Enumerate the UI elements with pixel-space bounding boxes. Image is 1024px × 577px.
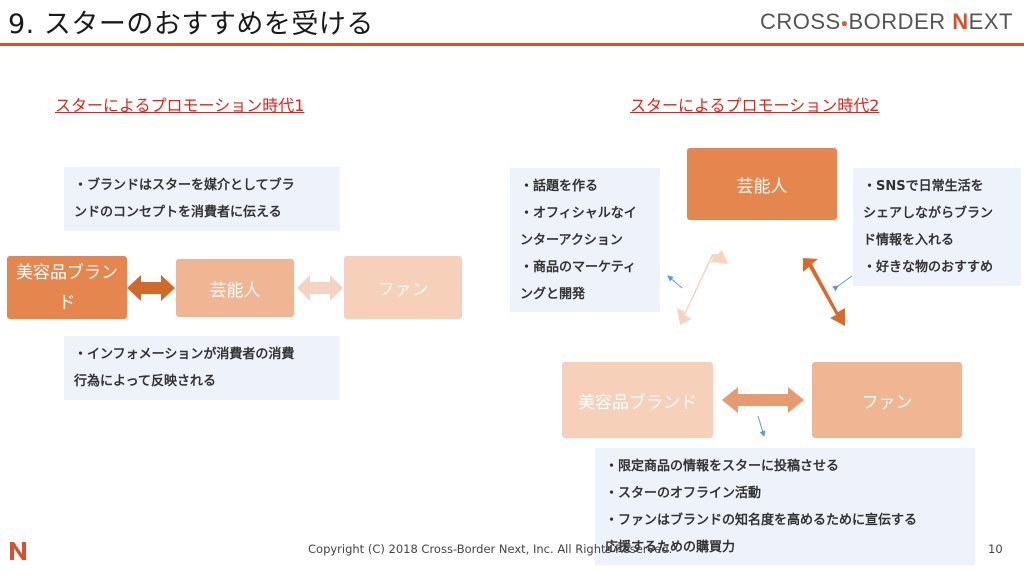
left-brand-box: 美容品ブランド xyxy=(7,256,127,319)
right-note-right: ・SNSで日常生活を シェアしながらブラン ド情報を入れる ・好きな物のおすすめ xyxy=(853,168,1021,286)
left-note-top-line-2: ンドのコンセプトを消費者に伝える xyxy=(74,205,282,220)
callout-right xyxy=(832,275,853,292)
right-note-right-line-3: ド情報を入れる xyxy=(863,233,955,248)
arrow-celebrity-fan xyxy=(803,258,845,326)
right-brand-box: 美容品ブランド xyxy=(562,362,713,438)
right-celebrity-box: 芸能人 xyxy=(687,148,837,220)
left-note-bottom-line-2: 行為によって反映される xyxy=(74,374,216,389)
right-note-right-line-1: ・SNSで日常生活を xyxy=(863,179,984,194)
logo-n: N xyxy=(952,9,969,34)
right-note-left-line-2: ・オフィシャルなイ xyxy=(520,206,637,221)
company-logo: CROSS●BORDER NEXT xyxy=(760,9,1013,35)
right-fan-box: ファン xyxy=(812,362,962,438)
arrow-celebrity-brand-head xyxy=(710,250,728,264)
callout-bottom xyxy=(757,415,766,437)
left-note-top: ・ブランドはスターを媒介としてブラ ンドのコンセプトを消費者に伝える xyxy=(64,167,340,231)
right-note-right-line-2: シェアしながらブラン xyxy=(863,206,994,221)
logo-dot-icon: ● xyxy=(840,16,849,31)
right-note-bottom-line-1: ・限定商品の情報をスターに投稿させる xyxy=(605,459,840,474)
page-number: 10 xyxy=(988,542,1003,556)
right-note-bottom-line-4: 応援するための購買力 xyxy=(605,540,736,555)
right-note-left-line-1: ・話題を作る xyxy=(520,179,599,194)
left-note-top-line-1: ・ブランドはスターを媒介としてブラ xyxy=(74,178,295,193)
left-celebrity-box: 芸能人 xyxy=(176,259,294,317)
left-heading: スターによるプロモーション時代1 xyxy=(55,96,305,115)
right-note-left-line-4: ・商品のマーケティ xyxy=(520,260,636,275)
right-note-left: ・話題を作る ・オフィシャルなイ ンターアクション ・商品のマーケティ ングと開… xyxy=(510,168,660,312)
left-arrow-brand-celebrity xyxy=(127,275,175,301)
title-divider xyxy=(0,43,1024,46)
callout-left xyxy=(667,275,683,289)
left-fan-box: ファン xyxy=(344,256,462,319)
right-note-bottom-line-2: ・スターのオフライン活動 xyxy=(605,486,762,501)
logo-rest: EXT xyxy=(968,9,1013,34)
right-note-bottom: ・限定商品の情報をスターに投稿させる ・スターのオフライン活動 ・ファンはブラン… xyxy=(595,448,975,565)
right-note-left-line-5: ングと開発 xyxy=(520,287,586,302)
left-note-bottom: ・インフォメーションが消費者の消費 行為によって反映される xyxy=(64,336,340,400)
right-note-bottom-line-3: ・ファンはブランドの知名度を高めるために宣伝する xyxy=(605,513,918,528)
footer-logo-icon xyxy=(10,542,26,560)
left-note-bottom-line-1: ・インフォメーションが消費者の消費 xyxy=(74,347,295,362)
right-note-left-line-3: ンターアクション xyxy=(520,233,623,248)
right-heading: スターによるプロモーション時代2 xyxy=(630,96,880,115)
logo-part2: BORDER xyxy=(848,9,946,34)
left-arrow-celebrity-fan xyxy=(297,275,343,301)
page-title: 9. スターのおすすめを受ける xyxy=(8,9,374,40)
right-note-right-line-4: ・好きな物のおすすめ xyxy=(863,260,994,275)
copyright: Copyright (C) 2018 Cross-Border Next, In… xyxy=(308,542,673,556)
arrow-brand-fan xyxy=(722,387,804,413)
arrow-celebrity-brand xyxy=(677,254,721,325)
logo-part1: CROSS xyxy=(760,9,841,34)
